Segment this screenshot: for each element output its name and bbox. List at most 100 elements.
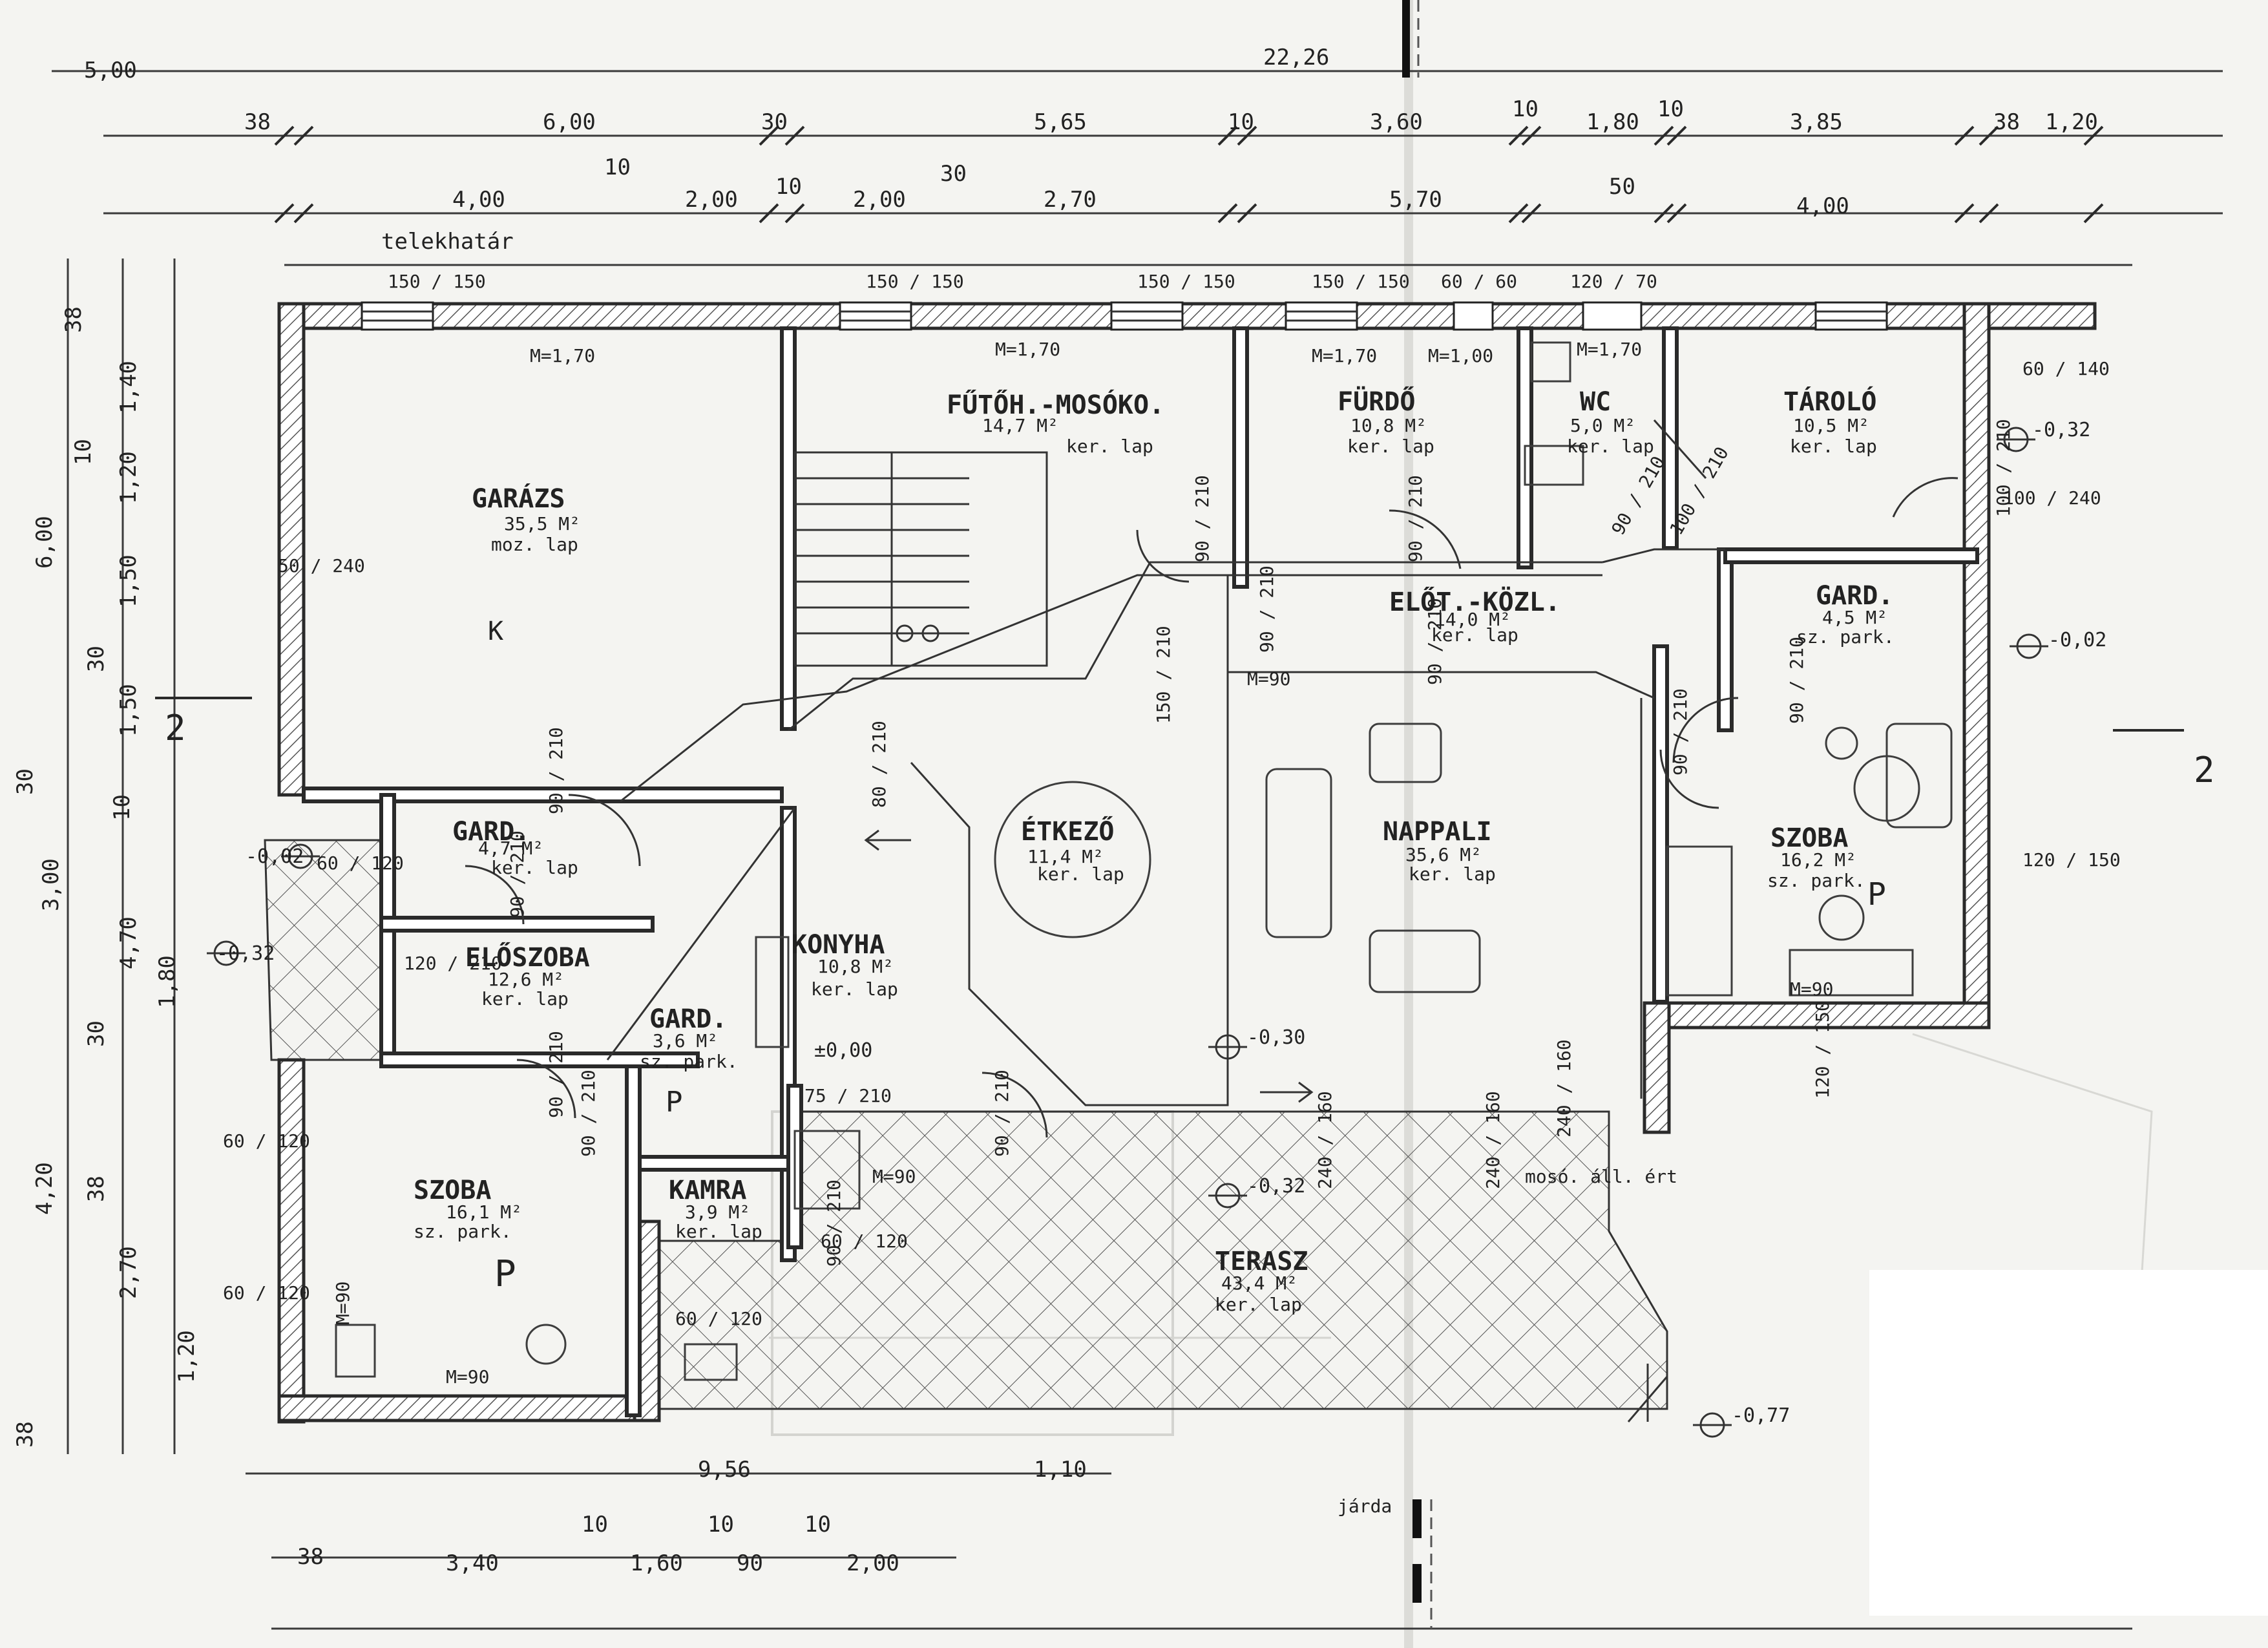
svg-text:100 / 240: 100 / 240	[2003, 487, 2101, 509]
svg-text:2,00: 2,00	[846, 1550, 899, 1576]
room-eloszoba: ELŐSZOBA 12,6 M² ker. lap	[465, 941, 590, 1009]
svg-text:75 / 210: 75 / 210	[804, 1085, 892, 1106]
svg-text:38: 38	[61, 306, 87, 333]
svg-text:35,6 M²: 35,6 M²	[1405, 844, 1482, 865]
svg-text:38: 38	[297, 1544, 324, 1570]
svg-text:4,00: 4,00	[452, 187, 505, 213]
svg-text:telekhatár: telekhatár	[381, 229, 514, 255]
svg-text:GARD.: GARD.	[649, 1004, 727, 1034]
svg-text:10: 10	[775, 174, 802, 200]
dimension-tick	[2083, 125, 2104, 146]
svg-text:10: 10	[109, 794, 135, 821]
svg-text:K: K	[488, 617, 503, 646]
dimension-tick	[1521, 125, 1542, 146]
svg-text:30: 30	[83, 646, 109, 672]
room-wc: WC 5,0 M² ker. lap	[1567, 387, 1654, 457]
svg-text:38: 38	[244, 109, 271, 135]
svg-text:sz. park.: sz. park.	[1767, 870, 1865, 891]
svg-text:P: P	[494, 1253, 516, 1295]
svg-text:P: P	[666, 1086, 683, 1119]
svg-text:-0,32: -0,32	[2032, 419, 2090, 441]
svg-text:-0,02: -0,02	[246, 845, 304, 868]
svg-text:ker. lap: ker. lap	[1790, 436, 1877, 457]
left-dimension-labels: 38 1,40 10 1,20 6,00 1,50 30 1,50 30 10 …	[12, 306, 200, 1448]
svg-text:ker. lap: ker. lap	[1567, 436, 1654, 457]
dimension-tick	[1217, 125, 1238, 146]
room-furdo: FÜRDŐ 10,8 M² ker. lap	[1338, 385, 1434, 457]
svg-text:M=90: M=90	[446, 1366, 489, 1388]
svg-text:150 / 210: 150 / 210	[1153, 626, 1174, 724]
svg-text:sz. park.: sz. park.	[640, 1051, 738, 1072]
svg-text:30: 30	[12, 768, 38, 795]
svg-text:GARÁZS: GARÁZS	[472, 483, 565, 514]
dimension-tick	[1508, 125, 1529, 146]
bottom-dimension-labels: 9,56 1,10 38 3,40 10 1,60 10 90 10 2,00 …	[297, 1457, 1392, 1576]
svg-text:NAPPALI: NAPPALI	[1383, 817, 1492, 847]
svg-text:240 / 160: 240 / 160	[1314, 1091, 1336, 1189]
svg-text:90 / 210: 90 / 210	[545, 1031, 567, 1118]
svg-text:90: 90	[737, 1550, 763, 1576]
svg-text:4,70: 4,70	[116, 916, 142, 969]
dimension-tick	[1979, 125, 1999, 146]
room-szoba-east: SZOBA 16,2 M² sz. park.	[1767, 823, 1865, 891]
dimension-tick	[1654, 203, 1674, 224]
svg-text:TERASZ: TERASZ	[1215, 1247, 1308, 1276]
svg-text:11,4 M²: 11,4 M²	[1027, 846, 1104, 867]
svg-text:100 / 210: 100 / 210	[1993, 419, 2014, 517]
svg-text:SZOBA: SZOBA	[1770, 823, 1848, 853]
svg-text:90 / 210: 90 / 210	[1670, 688, 1691, 776]
bottom-dimension-lines	[246, 1472, 2132, 1630]
svg-text:1,20: 1,20	[174, 1330, 200, 1383]
svg-text:2,00: 2,00	[853, 187, 906, 213]
svg-text:60 / 120: 60 / 120	[675, 1308, 762, 1329]
svg-text:-0,77: -0,77	[1732, 1404, 1790, 1427]
dimension-tick	[1217, 203, 1238, 224]
svg-text:5,0 M²: 5,0 M²	[1570, 415, 1635, 436]
room-garazs: GARÁZS 35,5 M² moz. lap	[472, 483, 580, 555]
svg-text:ker. lap: ker. lap	[675, 1221, 762, 1242]
svg-text:80 / 210: 80 / 210	[868, 721, 890, 808]
svg-text:2,70: 2,70	[1044, 187, 1097, 213]
svg-text:150 / 150: 150 / 150	[866, 271, 964, 292]
svg-text:240 / 160: 240 / 160	[1553, 1039, 1575, 1137]
svg-text:M=1,70: M=1,70	[530, 345, 595, 366]
level-marker-symbols	[207, 427, 2048, 1438]
svg-text:60 / 120: 60 / 120	[223, 1130, 310, 1152]
svg-text:90 / 210: 90 / 210	[1405, 475, 1426, 562]
svg-text:M=1,00: M=1,00	[1428, 345, 1493, 366]
svg-text:-0,02: -0,02	[2048, 629, 2106, 651]
svg-text:±0,00: ±0,00	[814, 1039, 872, 1062]
svg-text:járda: járda	[1338, 1495, 1392, 1517]
svg-text:1,80: 1,80	[154, 955, 180, 1008]
svg-text:10: 10	[70, 439, 96, 465]
svg-text:2,00: 2,00	[685, 187, 738, 213]
svg-text:150 / 150: 150 / 150	[1312, 271, 1410, 292]
svg-text:mosó. áll. ért: mosó. áll. ért	[1525, 1166, 1677, 1187]
svg-text:240 / 160: 240 / 160	[1482, 1091, 1504, 1189]
svg-text:90 / 210: 90 / 210	[578, 1070, 599, 1157]
svg-text:1,50: 1,50	[116, 684, 142, 737]
svg-text:M=1,70: M=1,70	[995, 339, 1060, 360]
svg-text:16,2 M²: 16,2 M²	[1780, 849, 1856, 871]
room-nappali: NAPPALI 35,6 M² ker. lap	[1383, 817, 1496, 885]
svg-text:ELŐT.-KÖZL.: ELŐT.-KÖZL.	[1389, 586, 1560, 617]
svg-text:3,9 M²: 3,9 M²	[685, 1201, 750, 1223]
room-gardrob-south: GARD. 3,6 M² sz. park.	[640, 1004, 738, 1072]
room-szoba-west: SZOBA 16,1 M² sz. park.	[414, 1176, 522, 1242]
svg-text:22,26: 22,26	[1263, 45, 1329, 70]
svg-text:sz. park.: sz. park.	[414, 1221, 512, 1242]
svg-text:ÉTKEZŐ: ÉTKEZŐ	[1021, 815, 1115, 847]
svg-text:90 / 210: 90 / 210	[1192, 475, 1213, 562]
svg-text:4,5 M²: 4,5 M²	[1822, 607, 1887, 628]
dimension-tick	[1954, 203, 1975, 224]
svg-text:ker. lap: ker. lap	[481, 988, 569, 1009]
svg-text:KAMRA: KAMRA	[669, 1176, 746, 1205]
dimension-tick	[1666, 125, 1687, 146]
window-size-labels: 60 / 120 60 / 120 60 / 120 60 / 120 60 /…	[223, 358, 2121, 1329]
svg-text:6,00: 6,00	[32, 516, 58, 569]
svg-text:ELŐSZOBA: ELŐSZOBA	[465, 941, 590, 973]
svg-text:sz. park.: sz. park.	[1796, 626, 1895, 648]
svg-text:TÁROLÓ: TÁROLÓ	[1783, 386, 1877, 417]
svg-text:10: 10	[1657, 96, 1684, 122]
